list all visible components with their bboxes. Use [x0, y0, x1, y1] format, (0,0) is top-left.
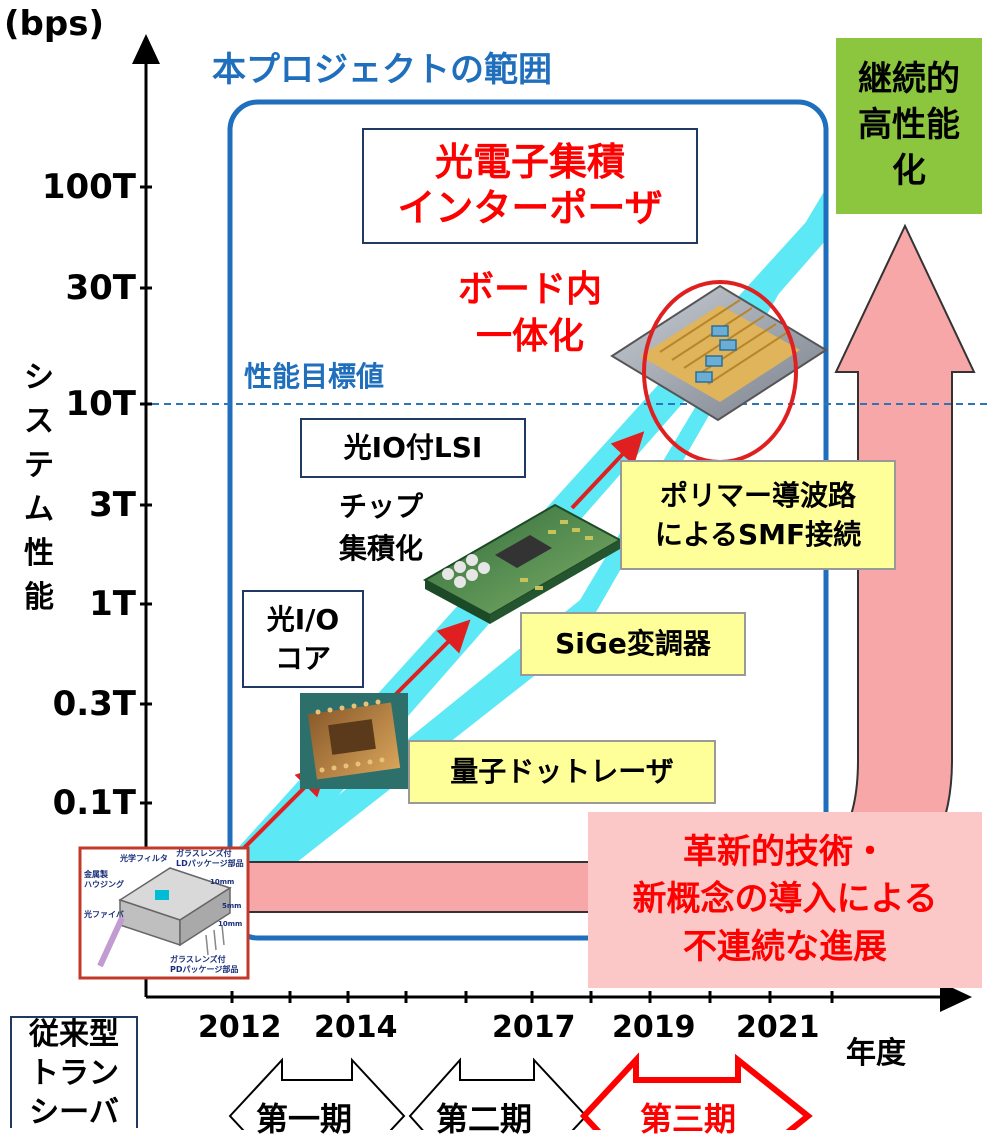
- project-scope-title: 本プロジェクトの範囲: [212, 50, 552, 90]
- conventional-transceiver-line: 従来型: [29, 1016, 119, 1052]
- y-label-char: ム: [24, 492, 54, 527]
- chip-integration-line: チップ: [338, 490, 423, 523]
- interposer-package-image: [610, 284, 828, 422]
- phase1-arrow: [228, 1057, 406, 1130]
- continuous-performance-line: 継続的: [858, 59, 960, 100]
- optical-io-lsi-box: 光IO付LSI: [300, 418, 526, 478]
- polymer-waveguide-line: によるSMF接続: [654, 518, 862, 551]
- y-tick-label: 30T: [65, 268, 136, 308]
- quantum-dot-chip-image: [300, 693, 408, 789]
- y-tick-label: 3T: [89, 485, 136, 525]
- innovation-line: 新概念の導入による: [632, 879, 938, 920]
- y-label-char: 能: [24, 580, 54, 615]
- target-label: 性能目標値: [244, 360, 385, 393]
- interposer-label-box: 光電子集積 インターポーザ: [362, 128, 698, 244]
- transceiver-part-label: 5mm: [222, 902, 242, 910]
- y-axis-unit: (bps): [4, 4, 104, 44]
- y-label-char: テ: [24, 448, 54, 483]
- board-integration-line: ボード内: [457, 269, 602, 311]
- x-axis-unit: 年度: [846, 1036, 906, 1071]
- innovation-line: 革新的技術・: [683, 831, 887, 872]
- y-tick-label: 1T: [89, 584, 136, 624]
- x-axis-arrowhead: [940, 982, 972, 1012]
- sige-modulator-label: SiGe変調器: [520, 612, 746, 676]
- x-tick-marks: [230, 991, 834, 1003]
- continuous-performance-box: 継続的 高性能 化: [836, 38, 982, 214]
- transceiver-part-label: ガラスレンズ付: [176, 849, 232, 858]
- transceiver-part-label: LDパッケージ部品: [176, 859, 244, 868]
- transceiver-part-label: 10mm: [210, 878, 235, 886]
- transceiver-part-label: ガラスレンズ付: [170, 955, 226, 964]
- polymer-waveguide-label: ポリマー導波路 によるSMF接続: [620, 460, 896, 570]
- phase-label: 第二期: [436, 1100, 533, 1138]
- x-year-label: 2014: [314, 1010, 398, 1045]
- y-label-char: ス: [24, 404, 54, 439]
- innovation-line: 不連続な進展: [683, 926, 887, 967]
- innovation-box: 革新的技術・ 新概念の導入による 不連続な進展: [588, 812, 982, 988]
- optical-io-core-line: 光I/O: [266, 602, 340, 636]
- quantum-dot-laser-label: 量子ドットレーザ: [408, 740, 716, 804]
- conventional-transceiver-line: トラン: [29, 1055, 119, 1091]
- polymer-waveguide-line: ポリマー導波路: [659, 478, 856, 512]
- transceiver-part-label: PDパッケージ部品: [170, 965, 239, 974]
- quantum-dot-laser-text: 量子ドットレーザ: [450, 755, 674, 789]
- transceiver-part-label: 光学フィルタ: [120, 854, 168, 863]
- y-tick-marks: [140, 185, 152, 805]
- y-tick-label: 10T: [65, 384, 136, 424]
- phase-label: 第三期: [640, 1100, 737, 1138]
- optical-io-core-box: 光I/O コア: [242, 590, 364, 688]
- y-label-char: 性: [24, 536, 54, 571]
- board-integration-label: ボード内 一体化: [430, 266, 630, 362]
- x-year-label: 2017: [492, 1010, 576, 1045]
- y-tick-label: 0.3T: [52, 684, 136, 724]
- conventional-transceiver-line: シーバ: [29, 1094, 119, 1130]
- conventional-transceiver-box: 従来型 トラン シーバ: [10, 1016, 138, 1130]
- y-label-char: シ: [24, 360, 54, 395]
- transceiver-part-label: 10mm: [218, 920, 243, 928]
- optical-io-core-line: コア: [274, 642, 331, 675]
- continuous-performance-line: 高性能: [858, 105, 960, 146]
- optical-io-lsi-text: 光IO付LSI: [343, 431, 483, 465]
- chip-integration-label: チップ 集積化: [316, 482, 446, 574]
- transceiver-image: [78, 846, 250, 980]
- phase-arrows: [228, 1052, 813, 1130]
- phase3-arrow: [579, 1052, 813, 1130]
- x-year-label: 2012: [198, 1010, 282, 1045]
- optical-io-lsi-pcb-image: [422, 503, 623, 624]
- transceiver-part-label: 光ファイバ: [84, 910, 124, 919]
- x-year-label: 2019: [612, 1010, 696, 1045]
- interposer-line: 光電子集積: [434, 140, 625, 185]
- transceiver-part-label: 金属製: [84, 870, 108, 879]
- sige-modulator-text: SiGe変調器: [555, 627, 711, 661]
- interposer-line: インターポーザ: [397, 186, 663, 230]
- phase-label: 第一期: [256, 1100, 353, 1138]
- continuous-performance-line: 化: [892, 150, 926, 191]
- x-year-label: 2021: [736, 1010, 820, 1045]
- chip-integration-line: 集積化: [338, 532, 423, 565]
- y-tick-label: 100T: [41, 167, 136, 207]
- y-tick-label: 0.1T: [52, 783, 136, 823]
- transceiver-part-label: ハウジング: [84, 880, 124, 889]
- board-integration-line: 一体化: [475, 316, 584, 357]
- y-axis-arrowhead: [132, 34, 160, 64]
- y-axis-label: シ ス テ ム 性 能: [22, 356, 56, 620]
